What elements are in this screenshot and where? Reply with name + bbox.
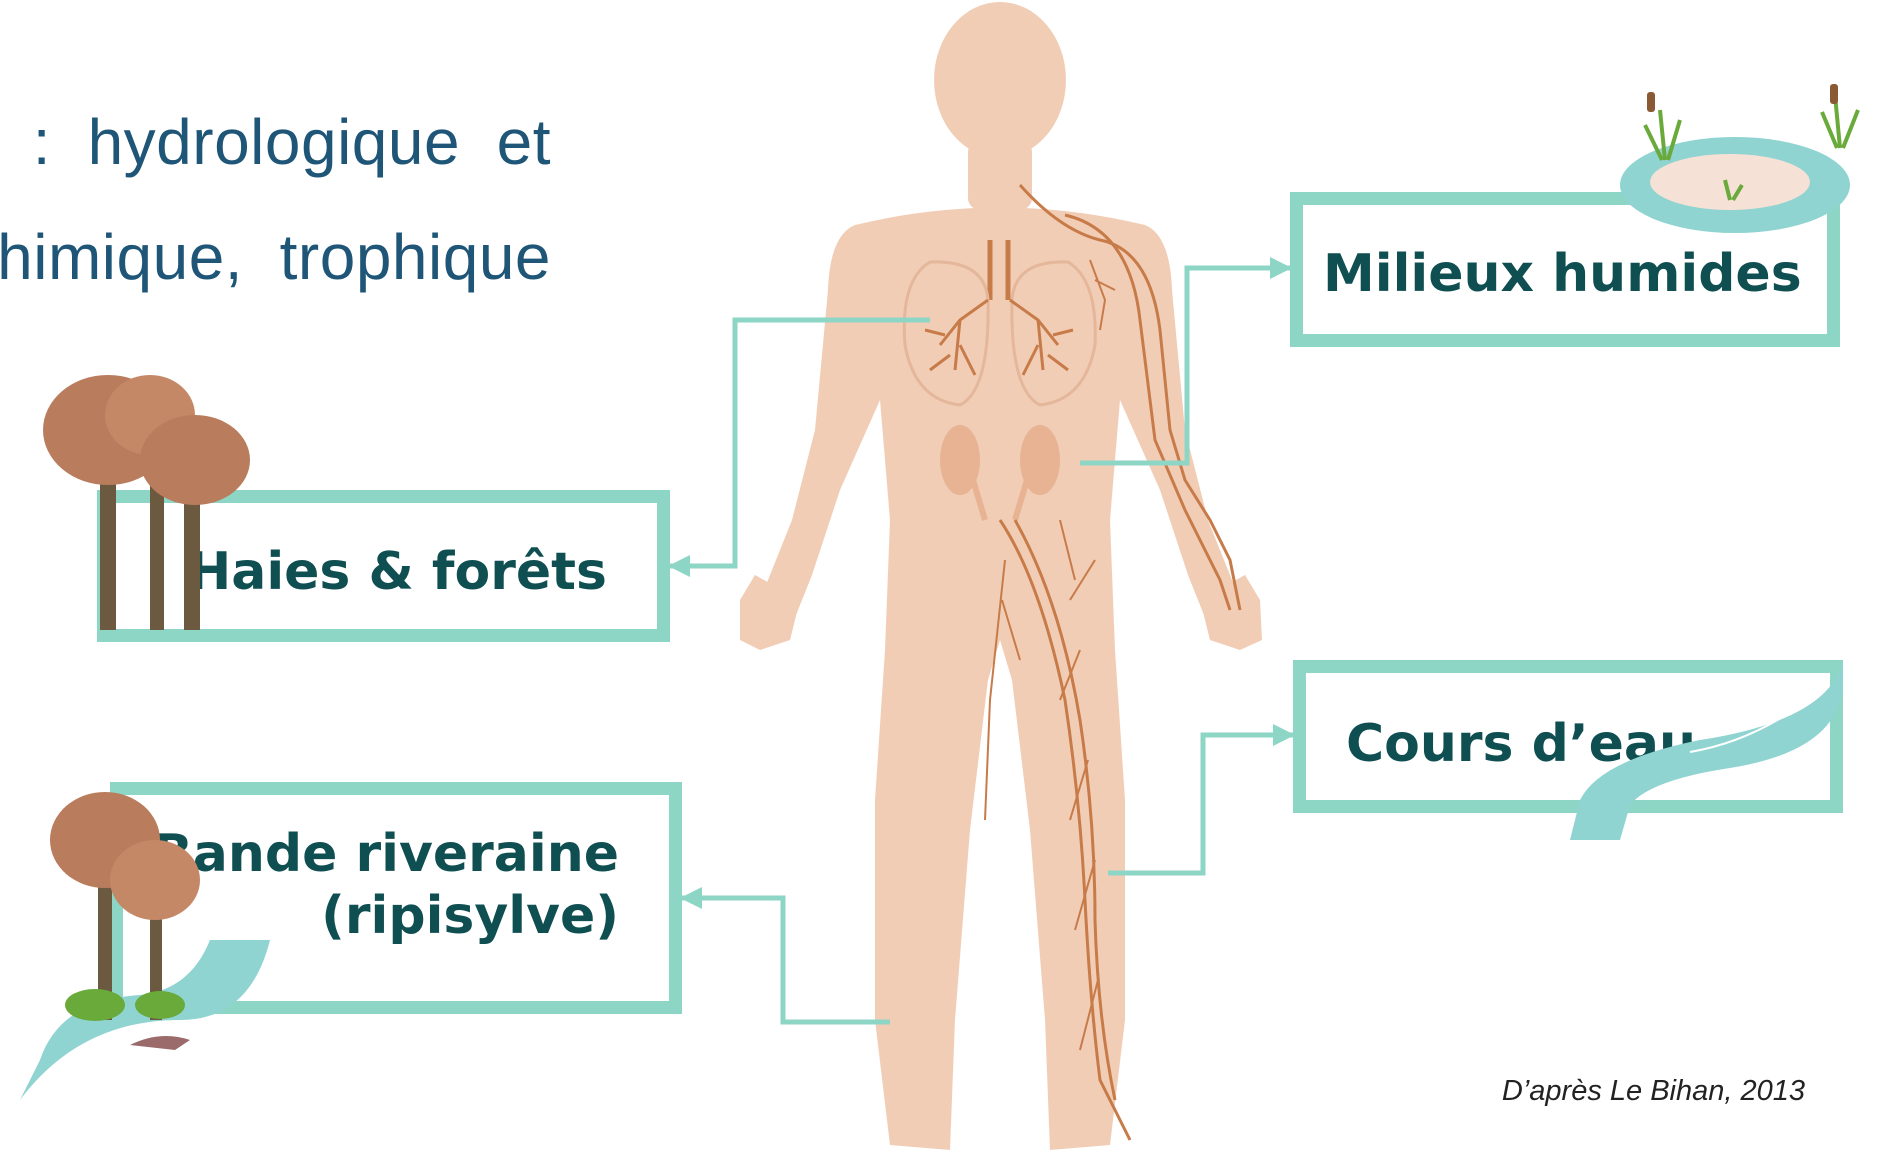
connector-leg-bande <box>682 898 890 1022</box>
label-bande-riveraine: Bande riveraine (ripisylve) <box>153 823 619 948</box>
box-haies-forets: Haies & forêts <box>97 490 670 642</box>
arrow-milieux <box>1270 257 1292 279</box>
label-milieux-humides: Milieux humides <box>1323 243 1802 305</box>
arrow-cours <box>1273 724 1295 746</box>
human-body-figure <box>740 2 1262 1150</box>
arrow-haies <box>668 555 690 577</box>
source-credit: D’après Le Bihan, 2013 <box>1502 1075 1805 1108</box>
arrow-bande <box>680 887 702 909</box>
connector-leg-cours <box>1108 735 1293 873</box>
label-haies-forets: Haies & forêts <box>188 541 607 603</box>
label-cours-eau: Cours d’eau <box>1346 713 1696 775</box>
box-bande-riveraine: Bande riveraine (ripisylve) <box>110 782 682 1014</box>
box-milieux-humides: Milieux humides <box>1290 192 1840 347</box>
box-cours-eau: Cours d’eau <box>1293 660 1843 813</box>
